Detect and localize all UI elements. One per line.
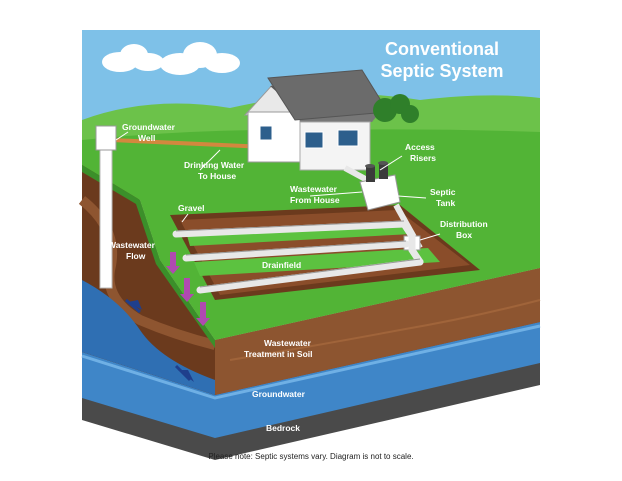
- diagram-title-line-2: Septic System: [380, 61, 503, 81]
- label-drinking-water-1: Drinking Water: [184, 160, 245, 170]
- label-groundwater-well-1: Groundwater: [122, 122, 176, 132]
- label-septic-tank-1: Septic: [430, 187, 456, 197]
- label-wastewater-from-house-2: From House: [290, 195, 340, 205]
- label-drinking-water-2: To House: [198, 171, 236, 181]
- wastewater-flow-arrows: [166, 252, 210, 326]
- groundwater-well: [99, 127, 113, 289]
- bedrock-layer: [82, 360, 540, 460]
- label-septic-tank-2: Tank: [436, 198, 455, 208]
- groundwater-layer: [82, 320, 540, 438]
- label-wastewater-flow-1: Wastewater: [108, 240, 156, 250]
- cloud-icon: [102, 44, 164, 72]
- label-access-risers-2: Risers: [410, 153, 436, 163]
- groundwater-flow-arrows: [125, 298, 194, 382]
- disclaimer-note: Please note: Septic systems vary. Diagra…: [208, 452, 414, 461]
- label-drainfield: Drainfield: [262, 260, 301, 270]
- label-wastewater-from-house-1: Wastewater: [290, 184, 338, 194]
- diagram-title-line-1: Conventional: [385, 39, 499, 59]
- label-groundwater-well-2: Well: [138, 133, 155, 143]
- label-wastewater-flow-2: Flow: [126, 251, 146, 261]
- septic-tank: [359, 161, 401, 211]
- cloud-icon: [160, 42, 240, 75]
- label-distribution-box-2: Box: [456, 230, 472, 240]
- drainfield-laterals: [172, 220, 424, 294]
- label-wastewater-treatment-1: Wastewater: [264, 338, 312, 348]
- label-gravel: Gravel: [178, 203, 204, 213]
- label-distribution-box-1: Distribution: [440, 219, 488, 229]
- label-access-risers-1: Access: [405, 142, 435, 152]
- tree-icon: [373, 94, 419, 123]
- label-groundwater: Groundwater: [252, 389, 306, 399]
- label-bedrock: Bedrock: [266, 423, 300, 433]
- label-wastewater-treatment-2: Treatment in Soil: [244, 349, 313, 359]
